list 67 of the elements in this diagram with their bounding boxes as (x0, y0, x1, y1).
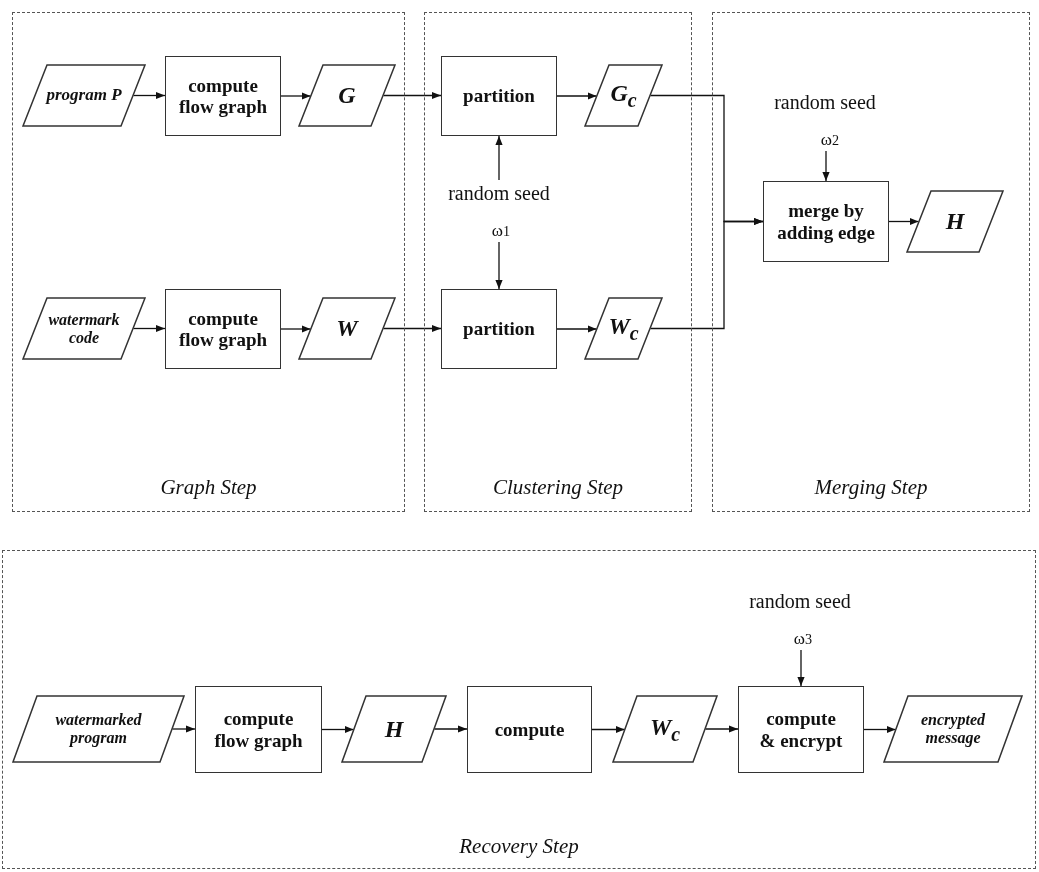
data-label: W$_{c}$ (607, 313, 640, 344)
seed-label: random seed (428, 180, 570, 206)
box-label: compute flow graph (213, 708, 304, 751)
box-label: partition (462, 318, 536, 340)
arrow (132, 91, 166, 100)
process-box (441, 289, 557, 369)
step-label: Clustering Step (491, 475, 625, 500)
data-parallelogram (906, 190, 1004, 253)
step-label: Recovery Step (458, 834, 580, 859)
data-label: H (383, 715, 405, 743)
box-label: compute flow graph (177, 307, 269, 351)
step-frame (712, 12, 1030, 512)
data-label: watermark code (47, 310, 121, 347)
arrow (280, 325, 312, 333)
process-box (467, 686, 592, 773)
data-parallelogram (612, 695, 718, 763)
process-box (763, 181, 889, 262)
data-parallelogram (298, 297, 396, 360)
data-parallelogram (584, 297, 663, 360)
data-label: W (335, 315, 360, 342)
arrow (495, 135, 503, 181)
step-frame (12, 12, 405, 512)
data-parallelogram (584, 64, 663, 127)
data-label: H (944, 208, 966, 235)
arrow (591, 725, 626, 734)
data-label: program P (44, 86, 123, 105)
step-label: Merging Step (813, 475, 929, 500)
arrow (280, 92, 312, 100)
seed-label: random seed (752, 89, 898, 115)
process-box (165, 56, 281, 136)
box-label: compute & encrypt (758, 708, 844, 751)
data-parallelogram (341, 695, 447, 763)
arrow (822, 150, 830, 182)
box-label: compute flow graph (177, 74, 269, 118)
arrow (433, 725, 468, 733)
process-box (195, 686, 322, 773)
arrow (382, 324, 442, 333)
process-box (165, 289, 281, 369)
data-label: G$_{c}$ (609, 80, 638, 111)
data-parallelogram (298, 64, 396, 127)
seed-label: random seed (724, 587, 876, 615)
data-parallelogram (22, 64, 146, 127)
box-label: compute (493, 718, 566, 741)
arrow (171, 725, 196, 733)
arrow (132, 324, 166, 333)
box-label: merge by adding edge (776, 200, 876, 243)
step-frame (2, 550, 1036, 869)
arrow (321, 725, 355, 734)
box-label: partition (462, 85, 536, 107)
process-box (441, 56, 557, 136)
arrow (495, 241, 503, 290)
arrow (649, 217, 764, 330)
step-label: Graph Step (159, 475, 258, 500)
data-label: watermarked program (54, 711, 143, 747)
data-parallelogram (22, 297, 146, 360)
arrow (382, 91, 442, 100)
data-label: W$_{c}$ (648, 713, 682, 745)
arrow (797, 649, 805, 687)
step-frame (424, 12, 692, 512)
arrow (888, 217, 920, 226)
arrow (863, 725, 897, 734)
data-label: G (337, 82, 357, 109)
arrow (704, 725, 739, 733)
process-box (738, 686, 864, 773)
data-parallelogram (12, 695, 185, 763)
data-parallelogram (883, 695, 1023, 763)
data-label: encrypted message (920, 711, 986, 747)
